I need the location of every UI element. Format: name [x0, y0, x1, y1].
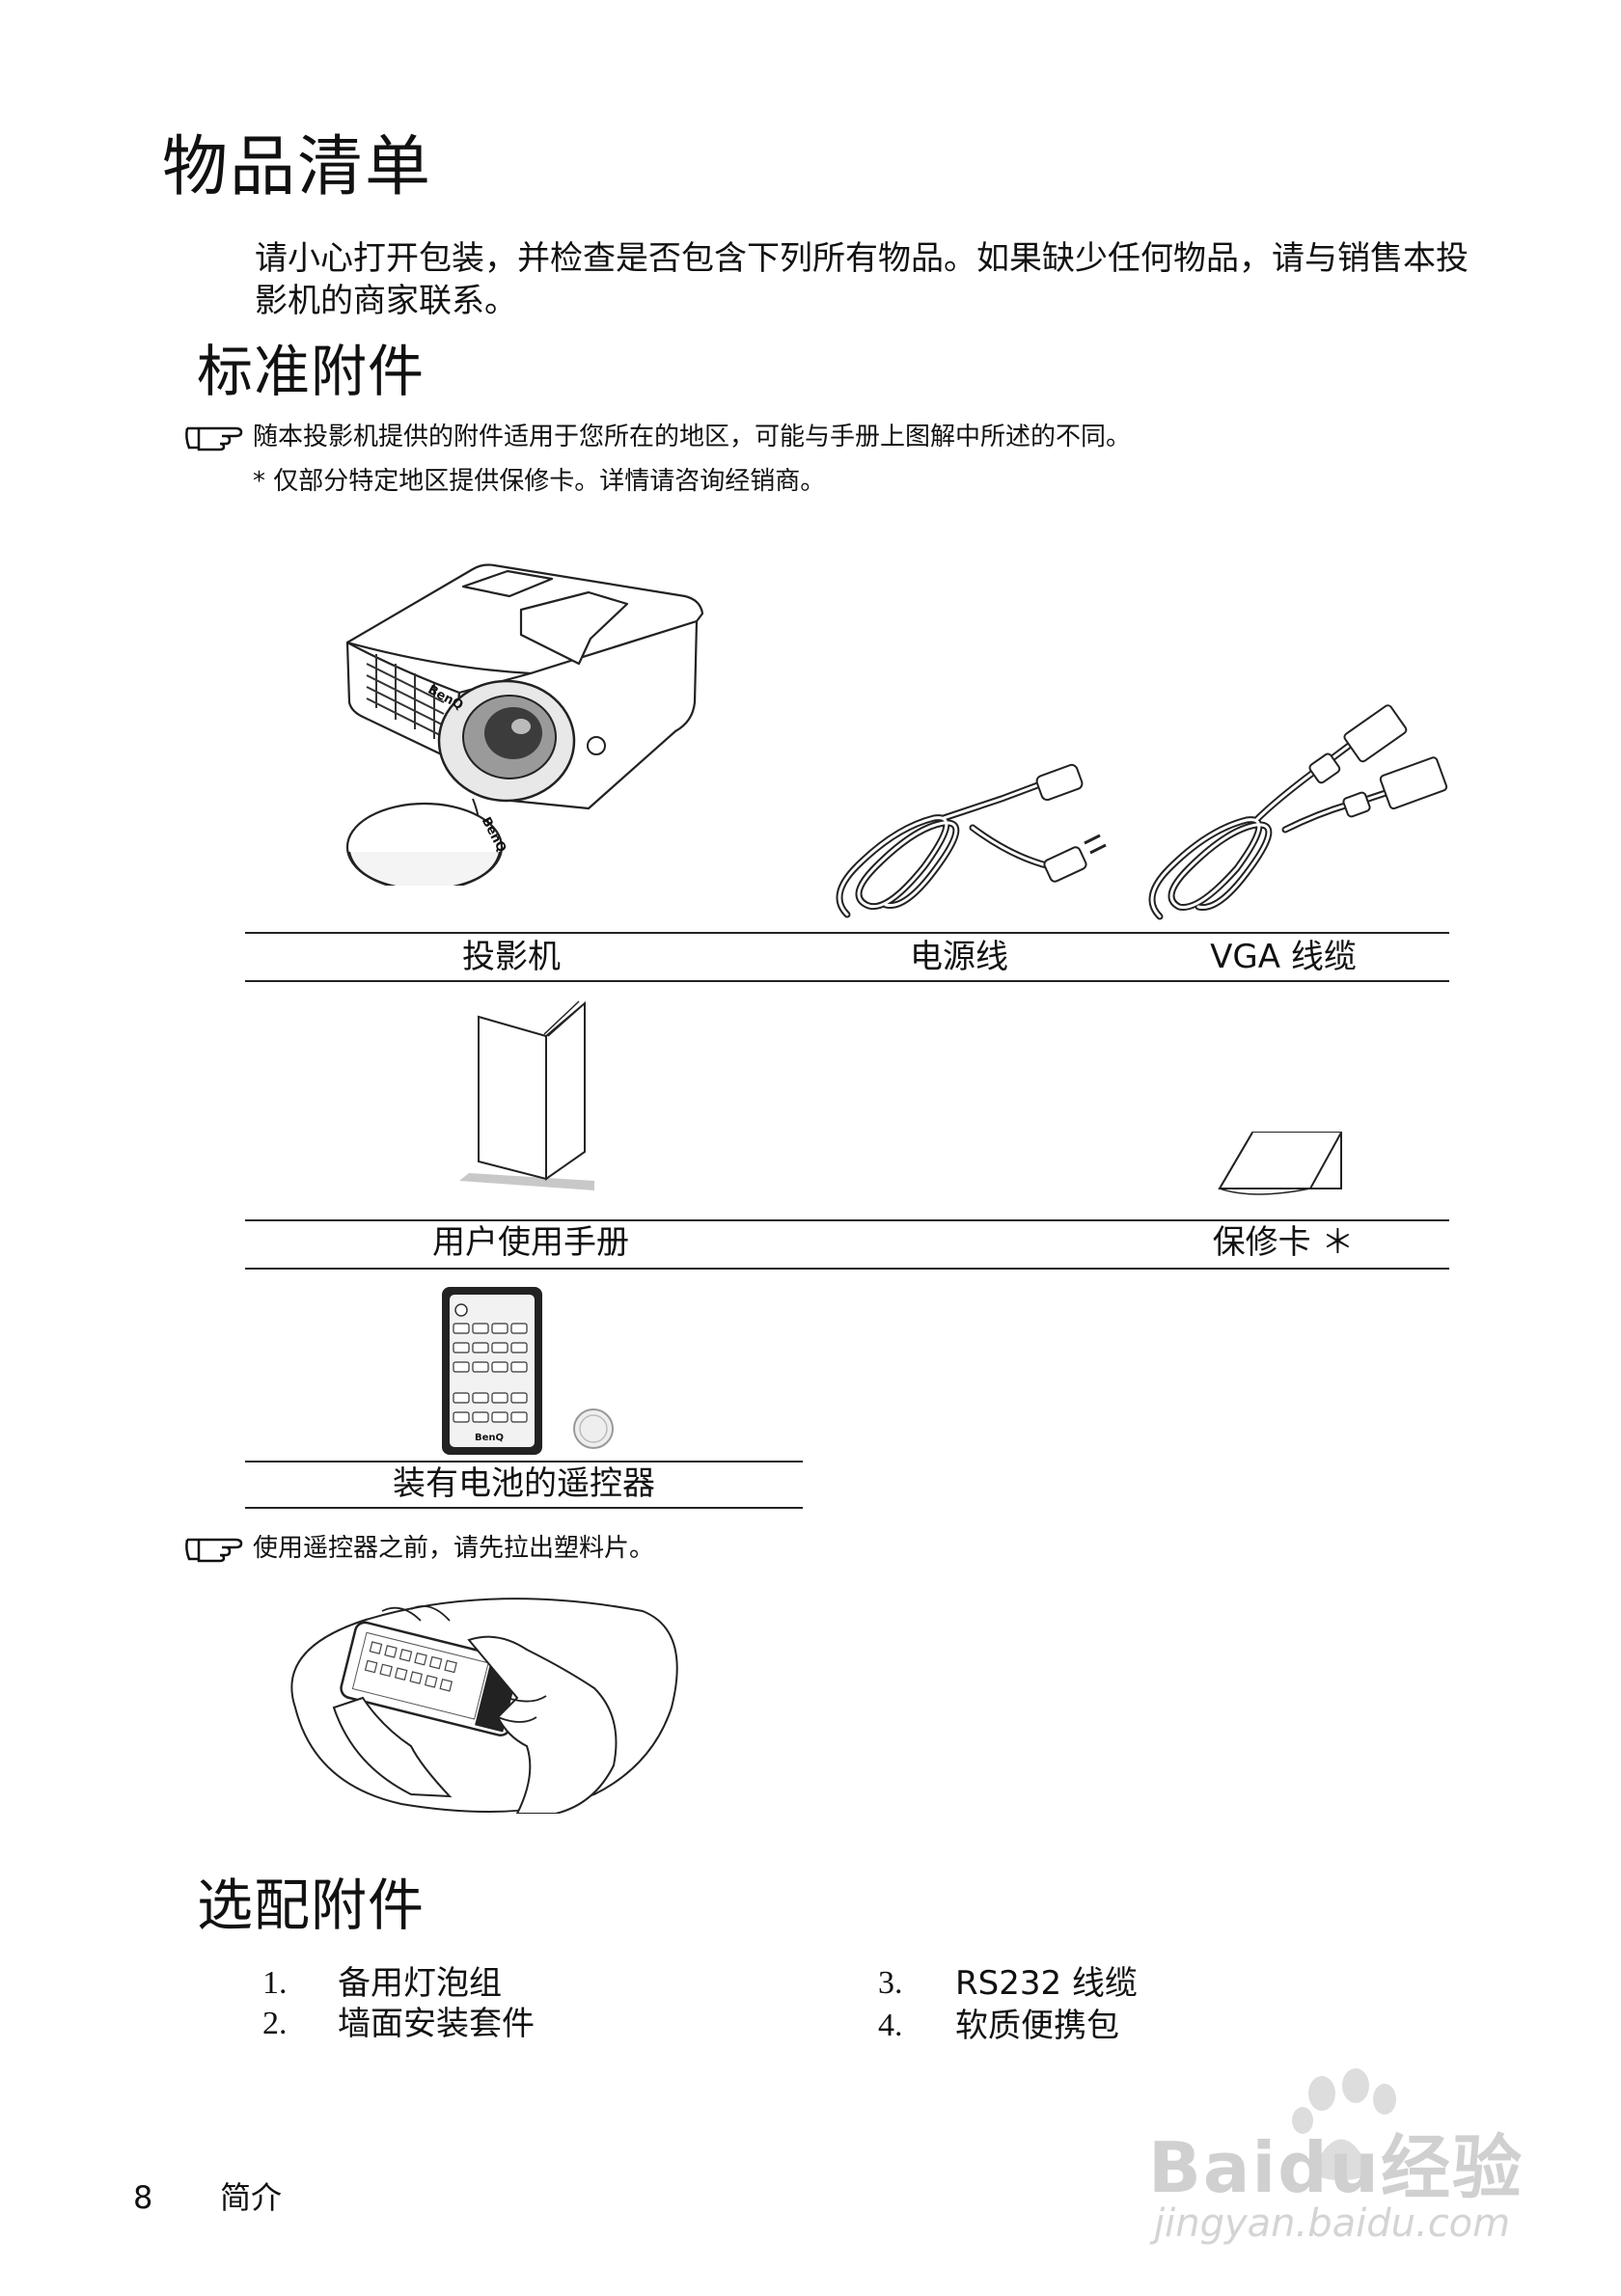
remote-brand: BenQ	[475, 1433, 505, 1443]
power-cord-illustration	[818, 751, 1127, 924]
warranty-card-illustration	[1214, 1129, 1349, 1206]
baidu-watermark-text: Baidu经验	[1148, 2127, 1524, 2208]
row-divider	[245, 1219, 1449, 1221]
optional-accessories-heading: 选配附件	[197, 1872, 426, 1938]
remote-tab-note: 使用遥控器之前，请先拉出塑料片。	[253, 1534, 655, 1563]
power-cord-label: 电源线	[910, 938, 1008, 976]
intro-paragraph: 请小心打开包装，并检查是否包含下列所有物品。如果缺少任何物品，请与销售本投影机的…	[255, 239, 1469, 320]
standard-accessories-heading: 标准附件	[197, 339, 426, 404]
pull-tab-illustration	[276, 1582, 681, 1814]
baidu-watermark-logo	[1158, 2064, 1525, 2257]
list-number: 2.	[262, 2006, 288, 2041]
vga-cable-label: VGA 线缆	[1210, 938, 1357, 976]
optional-item-lamp: 备用灯泡组	[338, 1964, 502, 2003]
user-manual-label: 用户使用手册	[432, 1223, 629, 1262]
optional-item-wall-mount: 墙面安装套件	[338, 2005, 535, 2043]
optional-item-rs232: RS232 线缆	[955, 1964, 1138, 2003]
row-divider	[245, 1461, 803, 1462]
remote-control-illustration	[440, 1285, 546, 1459]
baidu-watermark-url: jingyan.baidu.com	[1154, 2201, 1511, 2246]
vga-cable-illustration	[1131, 695, 1459, 926]
warranty-note: * 仅部分特定地区提供保修卡。详情请咨询经销商。	[253, 467, 826, 496]
warranty-card-label: 保修卡 ＊	[1212, 1223, 1355, 1262]
pointing-hand-icon	[183, 421, 245, 455]
footer-section: 简介	[220, 2179, 283, 2216]
row-divider	[245, 1268, 1449, 1270]
list-number: 4.	[878, 2008, 903, 2043]
pointing-hand-icon	[183, 1532, 245, 1567]
row-divider	[245, 980, 1449, 982]
remote-control-label: 装有电池的遥控器	[393, 1464, 655, 1503]
user-manual-illustration	[450, 998, 604, 1190]
list-number: 1.	[262, 1965, 288, 2001]
page-number: 8	[133, 2179, 153, 2216]
regional-note: 随本投影机提供的附件适用于您所在的地区，可能与手册上图解中所述的不同。	[253, 423, 1132, 451]
list-number: 3.	[878, 1965, 903, 2001]
page-title: 物品清单	[162, 129, 433, 205]
battery-illustration	[569, 1405, 618, 1453]
row-divider	[245, 1507, 803, 1509]
row-divider	[245, 932, 1449, 934]
optional-item-carry-case: 软质便携包	[955, 2007, 1119, 2045]
projector-illustration	[338, 558, 714, 886]
projector-label: 投影机	[462, 938, 561, 976]
